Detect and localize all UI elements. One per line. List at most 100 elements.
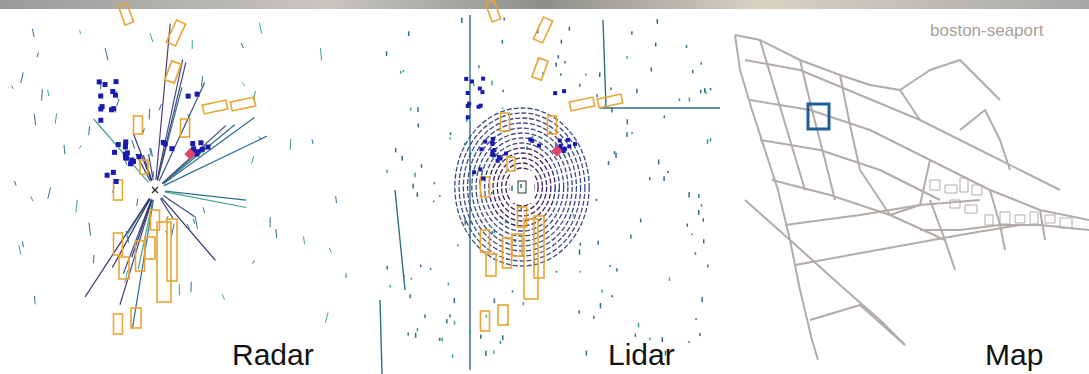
object-box	[181, 119, 190, 137]
object-box	[119, 257, 129, 279]
radar-return	[79, 30, 81, 34]
radar-point	[190, 141, 195, 146]
lidar-point	[701, 62, 703, 64]
lidar-point	[449, 137, 451, 139]
radar-ray	[157, 62, 186, 180]
lidar-ring	[480, 138, 563, 236]
radar-point	[97, 79, 102, 84]
radar-return	[93, 255, 95, 263]
radar-point	[123, 152, 128, 157]
lidar-point	[502, 107, 504, 109]
lidar-point	[611, 108, 613, 113]
radar-point	[466, 104, 470, 108]
radar-ray	[160, 198, 173, 218]
radar-return	[259, 23, 261, 34]
lidar-point	[386, 51, 388, 56]
lidar-point	[502, 90, 504, 92]
lidar-point	[627, 119, 629, 124]
radar-point	[186, 94, 191, 99]
lidar-point	[555, 62, 557, 66]
radar-point	[464, 77, 468, 81]
radar-return	[203, 207, 205, 213]
object-box	[501, 113, 510, 131]
lidar-point	[491, 231, 493, 234]
radar-point	[98, 107, 103, 112]
lidar-point	[525, 187, 527, 189]
radar-return	[76, 200, 77, 213]
lidar-point	[417, 192, 419, 196]
object-box	[597, 94, 622, 108]
lidar-point	[600, 303, 602, 308]
object-box	[486, 254, 496, 276]
radar-return	[48, 90, 49, 96]
radar-point	[480, 147, 484, 151]
radar-return	[55, 113, 56, 123]
lidar-point	[410, 108, 412, 111]
radar-return	[132, 140, 135, 149]
lidar-structure	[603, 20, 606, 108]
lidar-point	[500, 341, 502, 344]
lidar-point	[695, 318, 697, 320]
radar-point	[123, 139, 128, 144]
radar-point	[477, 105, 481, 109]
radar-return	[335, 196, 337, 203]
radar-return	[242, 83, 245, 86]
lidar-point	[669, 278, 671, 281]
object-box	[534, 216, 544, 278]
lidar-point	[478, 65, 480, 68]
radar-point	[198, 140, 203, 145]
lidar-ring	[455, 108, 589, 266]
radar-return	[253, 261, 255, 264]
lidar-point	[688, 341, 690, 343]
lidar-point	[411, 278, 413, 280]
lidar-point	[578, 310, 580, 313]
radar-point	[129, 157, 134, 162]
radar-point	[112, 150, 117, 155]
lidar-ring	[476, 133, 568, 241]
lidar-ring	[472, 128, 572, 246]
lidar-ring	[493, 153, 551, 221]
radar-point	[200, 147, 205, 152]
location-name: boston-seaport	[930, 22, 1043, 39]
lidar-point	[610, 87, 612, 90]
lidar-point	[700, 90, 702, 93]
radar-return	[151, 148, 153, 157]
lidar-point	[616, 268, 618, 271]
lidar-point	[389, 285, 391, 288]
lidar-point	[491, 81, 493, 86]
lidar-point	[433, 201, 435, 203]
radar-point	[114, 179, 119, 184]
lidar-point	[630, 235, 632, 239]
lidar-structure	[395, 190, 405, 290]
lidar-point	[635, 334, 637, 337]
lidar-point	[480, 335, 482, 339]
radar-point	[573, 142, 577, 146]
radar-point	[205, 145, 210, 150]
radar-return	[32, 29, 34, 37]
radar-point	[504, 152, 508, 156]
lidar-point	[558, 55, 560, 58]
object-box	[114, 314, 123, 334]
radar-return	[41, 89, 43, 100]
lidar-point	[611, 295, 613, 297]
lidar-point	[698, 210, 700, 215]
lidar-point	[561, 40, 563, 44]
lidar-point	[707, 265, 709, 268]
ego-vehicle	[518, 181, 526, 193]
object-box	[498, 305, 508, 325]
lidar-point	[655, 43, 657, 47]
lidar-structure	[600, 107, 720, 108]
lidar-point	[454, 298, 456, 303]
radar-point	[497, 155, 501, 159]
radar-return	[312, 139, 314, 144]
radar-return	[34, 296, 36, 305]
radar-point	[105, 173, 110, 178]
radar-point	[537, 144, 541, 148]
object-box	[136, 241, 145, 271]
lidar-ring	[459, 113, 585, 261]
radar-return	[290, 139, 292, 150]
lidar-point	[386, 170, 388, 173]
radar-return	[64, 145, 66, 154]
radar-point	[496, 159, 500, 163]
